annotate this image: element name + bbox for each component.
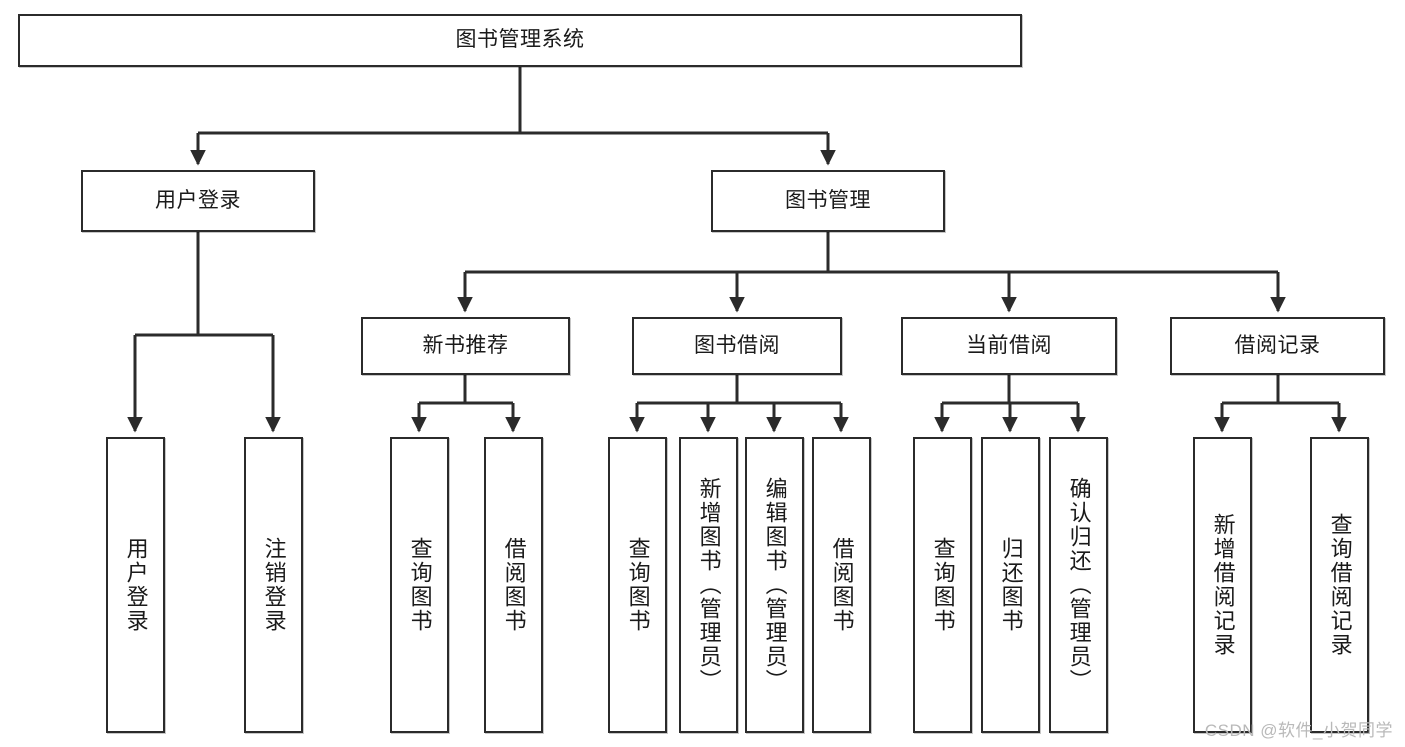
node-leaf-query-book-2-label: 查询图书 — [625, 537, 651, 633]
node-borrow-record-label: 借阅记录 — [1234, 333, 1321, 357]
node-leaf-user-logout[interactable]: 注销登录 — [244, 437, 303, 733]
node-leaf-user-logout-label: 注销登录 — [261, 537, 287, 633]
node-leaf-query-record-label: 查询借阅记录 — [1327, 513, 1353, 657]
node-book-manage[interactable]: 图书管理 — [711, 170, 945, 232]
node-leaf-confirm-return-label: 确认归还（管理员） — [1066, 477, 1092, 693]
node-leaf-add-book-label: 新增图书（管理员） — [696, 477, 722, 693]
node-new-book-rec[interactable]: 新书推荐 — [361, 317, 570, 375]
node-leaf-return-book-label: 归还图书 — [998, 537, 1024, 633]
node-leaf-add-record[interactable]: 新增借阅记录 — [1193, 437, 1252, 733]
node-leaf-query-book-2[interactable]: 查询图书 — [608, 437, 667, 733]
node-leaf-query-book-1-label: 查询图书 — [407, 537, 433, 633]
node-book-manage-label: 图书管理 — [785, 188, 871, 212]
node-leaf-query-record[interactable]: 查询借阅记录 — [1310, 437, 1369, 733]
node-leaf-return-book[interactable]: 归还图书 — [981, 437, 1040, 733]
node-leaf-edit-book[interactable]: 编辑图书（管理员） — [745, 437, 804, 733]
node-leaf-borrow-book-1-label: 借阅图书 — [501, 537, 527, 633]
node-leaf-borrow-book-2[interactable]: 借阅图书 — [812, 437, 871, 733]
node-book-borrow[interactable]: 图书借阅 — [632, 317, 842, 375]
node-current-borrow[interactable]: 当前借阅 — [901, 317, 1117, 375]
node-new-book-rec-label: 新书推荐 — [422, 333, 509, 357]
node-leaf-edit-book-label: 编辑图书（管理员） — [762, 477, 788, 693]
node-leaf-query-book-3-label: 查询图书 — [930, 537, 956, 633]
node-leaf-query-book-3[interactable]: 查询图书 — [913, 437, 972, 733]
node-leaf-add-record-label: 新增借阅记录 — [1210, 513, 1236, 657]
node-leaf-add-book[interactable]: 新增图书（管理员） — [679, 437, 738, 733]
node-root-label: 图书管理系统 — [455, 28, 585, 52]
node-current-borrow-label: 当前借阅 — [966, 333, 1052, 357]
node-root[interactable]: 图书管理系统 — [18, 14, 1022, 67]
watermark: CSDN @软件_小贺同学 — [1204, 721, 1393, 740]
node-user-login[interactable]: 用户登录 — [81, 170, 315, 232]
node-leaf-query-book-1[interactable]: 查询图书 — [390, 437, 449, 733]
node-leaf-user-login-label: 用户登录 — [123, 537, 149, 633]
node-user-login-label: 用户登录 — [155, 188, 241, 212]
node-leaf-borrow-book-2-label: 借阅图书 — [829, 537, 855, 633]
node-borrow-record[interactable]: 借阅记录 — [1170, 317, 1385, 375]
node-leaf-confirm-return[interactable]: 确认归还（管理员） — [1049, 437, 1108, 733]
node-leaf-user-login[interactable]: 用户登录 — [106, 437, 165, 733]
node-book-borrow-label: 图书借阅 — [694, 333, 780, 357]
node-leaf-borrow-book-1[interactable]: 借阅图书 — [484, 437, 543, 733]
